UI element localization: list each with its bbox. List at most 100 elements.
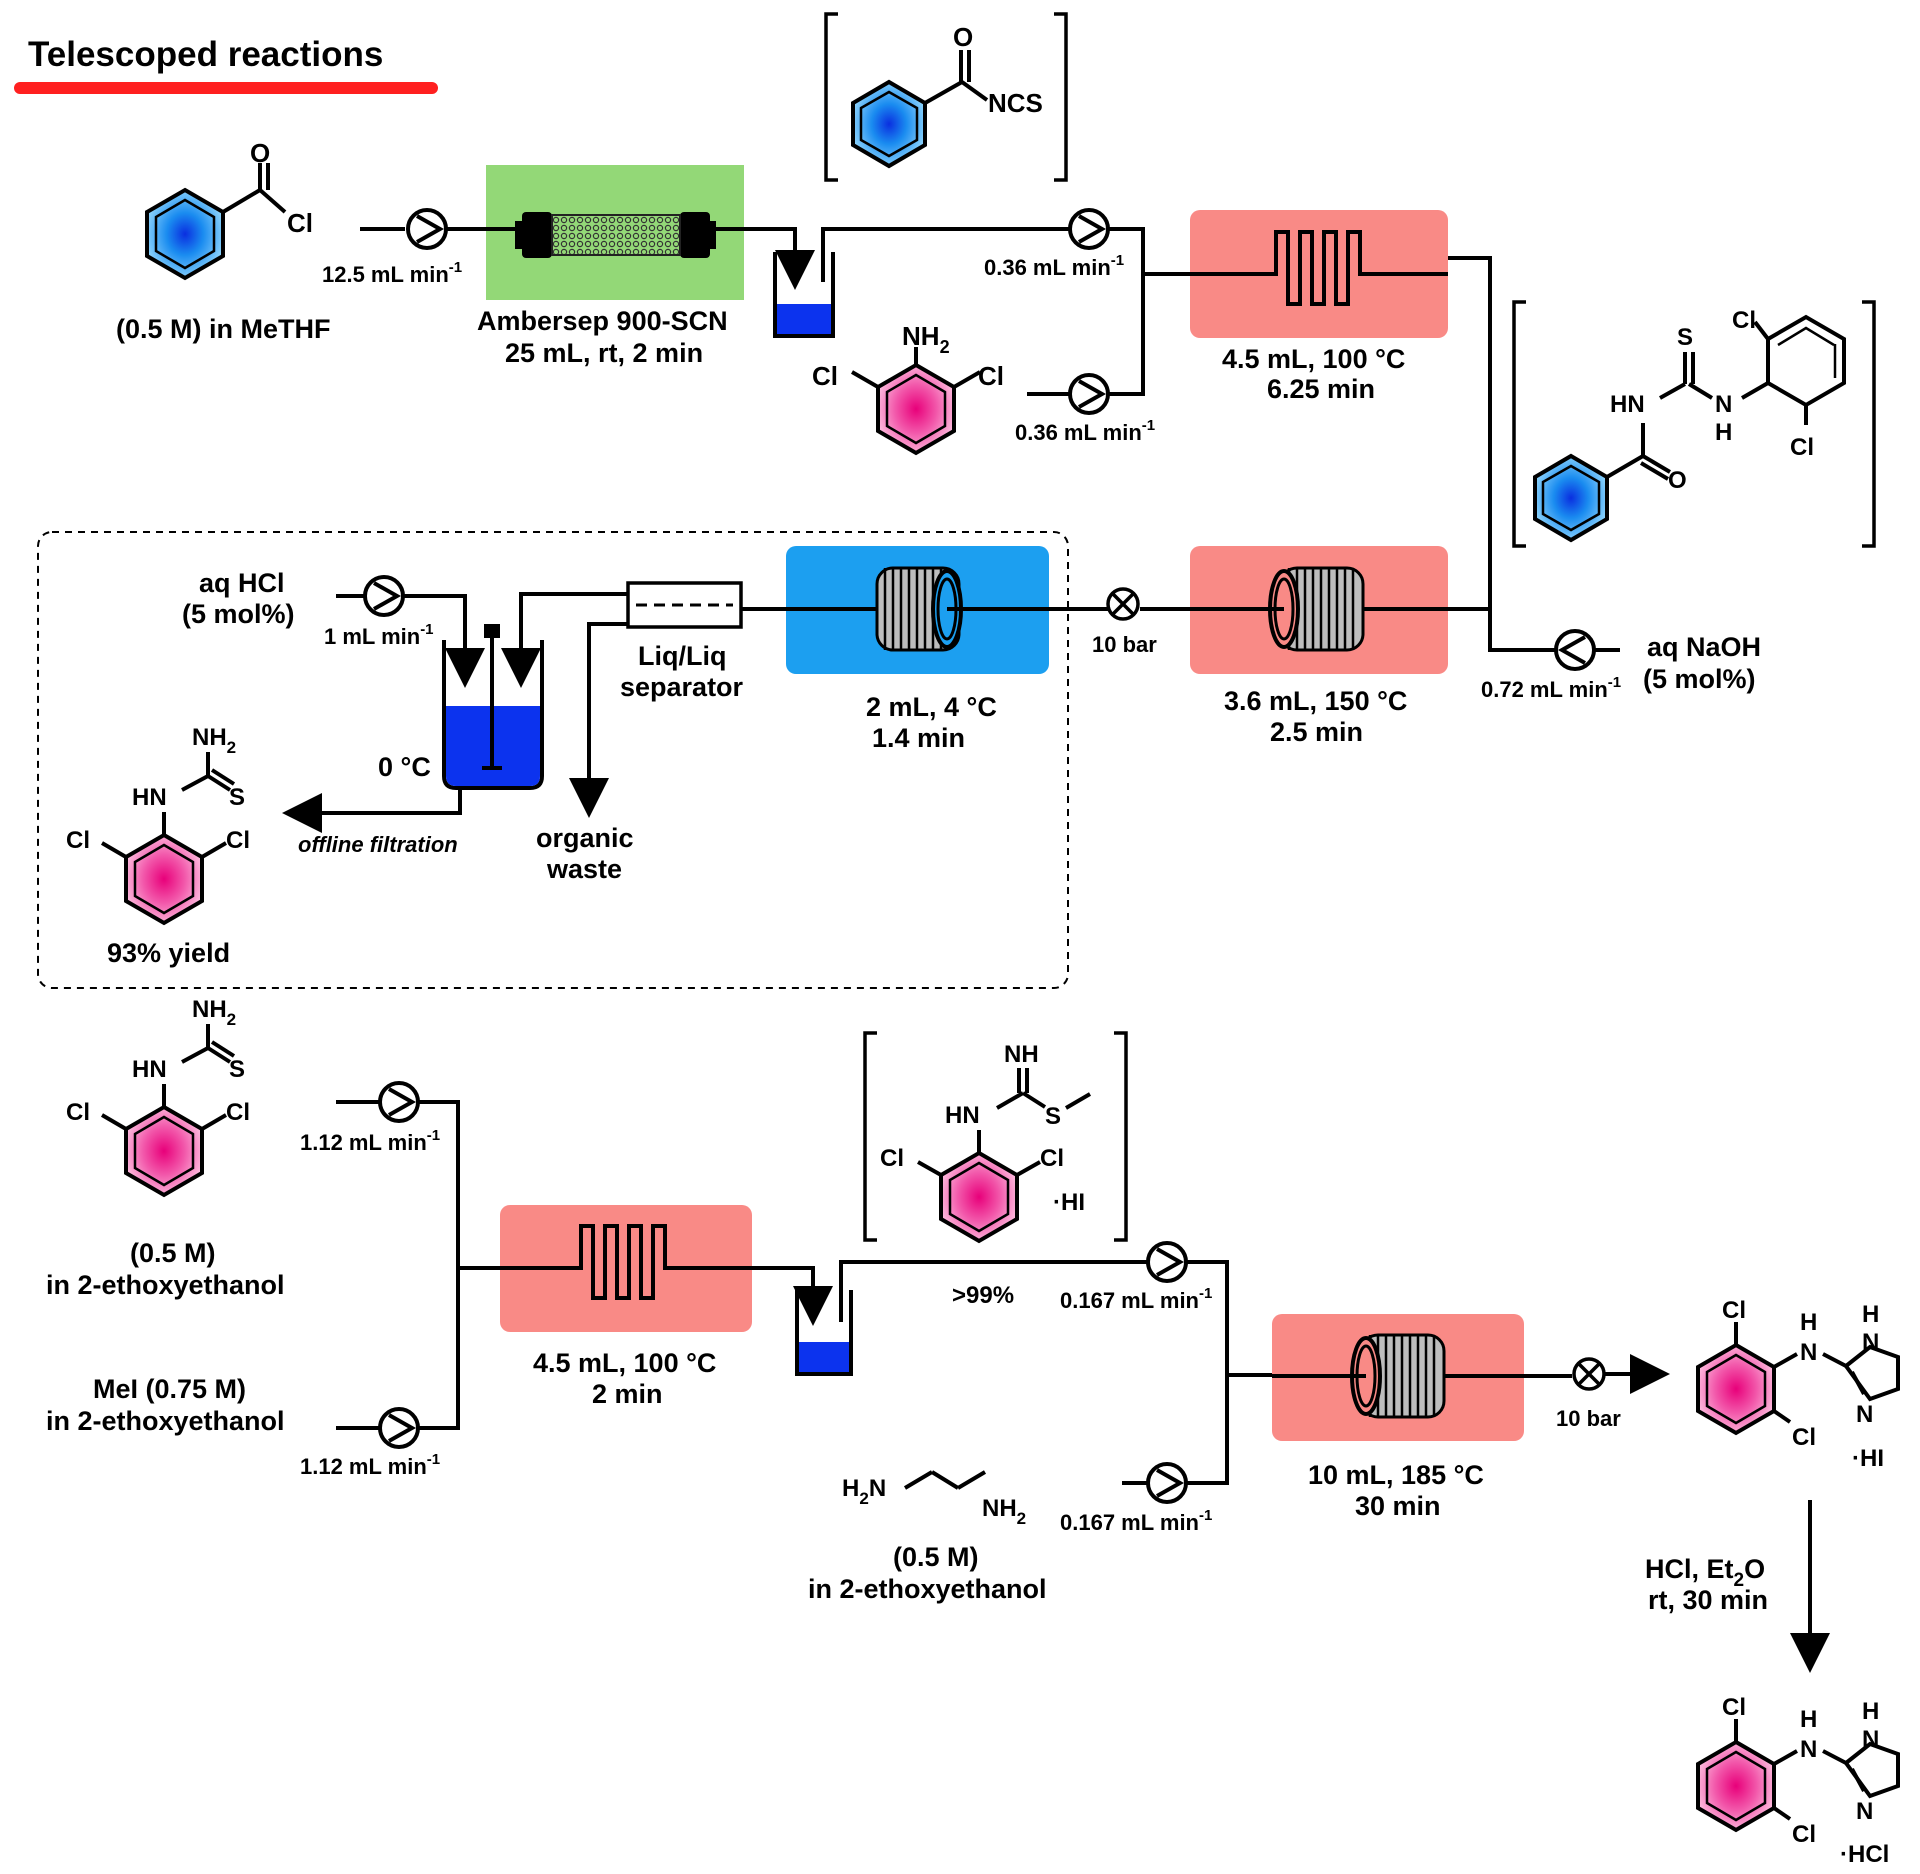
atom-label: HN bbox=[1610, 391, 1645, 418]
pressure-label: 10 bar bbox=[1556, 1406, 1621, 1431]
reactor-conditions: 2 min bbox=[592, 1379, 663, 1409]
column-conditions: 25 mL, rt, 2 min bbox=[505, 338, 703, 368]
column-name: Ambersep 900-SCN bbox=[477, 306, 728, 336]
atom-label: NH2 bbox=[902, 321, 950, 357]
atom-label: ·HI bbox=[1053, 1189, 1085, 1216]
serpentine-reactor-icon bbox=[1190, 210, 1448, 338]
atom-label: O bbox=[953, 22, 973, 52]
title-block: Telescoped reactions bbox=[14, 35, 438, 94]
separator-label: separator bbox=[620, 672, 744, 702]
pump-icon bbox=[1068, 373, 1110, 415]
atom-label: H2N bbox=[842, 1475, 886, 1508]
flow-rate: 0.36 mL min-1 bbox=[1015, 417, 1155, 445]
atom-label: Cl bbox=[66, 1099, 90, 1126]
reactor-conditions: 2 mL, 4 °C bbox=[866, 692, 997, 722]
pump-icon bbox=[1554, 629, 1596, 671]
feed-label: (0.5 M) bbox=[893, 1542, 979, 1572]
feed-label: (0.5 M) bbox=[130, 1238, 216, 1268]
waste-label: organic bbox=[536, 823, 634, 853]
atom-label: Cl bbox=[287, 208, 313, 238]
atom-label: S bbox=[1045, 1103, 1061, 1130]
atom-label: H bbox=[1800, 1706, 1817, 1733]
back-pressure-regulator-icon bbox=[1106, 587, 1140, 621]
feed-label: MeI (0.75 M) bbox=[93, 1374, 246, 1404]
atom-label: N bbox=[1715, 391, 1732, 418]
reagent-label: (5 mol%) bbox=[1643, 664, 1756, 694]
salt-formation-conditions: rt, 30 min bbox=[1648, 1585, 1768, 1615]
atom-label: N bbox=[1856, 1401, 1873, 1428]
reactor-conditions: 6.25 min bbox=[1267, 374, 1375, 404]
crystallizer-vessel-icon bbox=[442, 624, 544, 790]
liquid-liquid-separator bbox=[626, 581, 743, 629]
atom-label: N bbox=[1800, 1339, 1817, 1366]
pump-icon bbox=[363, 575, 405, 617]
benzene-ring-icon bbox=[851, 79, 927, 169]
atom-label: Cl bbox=[812, 361, 838, 391]
benzene-ring-icon bbox=[1696, 1739, 1776, 1833]
atom-label: N bbox=[1862, 1726, 1879, 1753]
feed-label: in 2-ethoxyethanol bbox=[808, 1574, 1047, 1604]
benzene-ring-icon bbox=[124, 1104, 204, 1198]
yield-label: 93% yield bbox=[107, 938, 230, 968]
dichloroaniline-structure: NH2 Cl Cl bbox=[812, 321, 1004, 456]
atom-label: Cl bbox=[66, 827, 90, 854]
page-title: Telescoped reactions bbox=[28, 35, 383, 74]
benzene-ring-icon bbox=[1696, 1342, 1776, 1436]
flow-rate: 0.167 mL min-1 bbox=[1060, 1285, 1212, 1313]
atom-label: Cl bbox=[1722, 1694, 1746, 1721]
title-underline bbox=[14, 82, 438, 94]
atom-label: Cl bbox=[226, 1099, 250, 1126]
benzoyl-chloride-structure: O Cl bbox=[145, 138, 313, 281]
pump-icon bbox=[1068, 208, 1110, 250]
atom-label: NCS bbox=[988, 88, 1043, 118]
reagent-label: aq HCl bbox=[199, 568, 285, 598]
benzene-ring-icon bbox=[876, 362, 956, 456]
atom-label: HN bbox=[132, 784, 167, 811]
serpentine-reactor-icon bbox=[500, 1205, 752, 1332]
coil-reactor-icon bbox=[786, 546, 1049, 674]
pump-icon bbox=[1146, 1462, 1188, 1504]
reactor-conditions: 1.4 min bbox=[872, 723, 965, 753]
atom-label: S bbox=[229, 784, 245, 811]
thiourea-product-structure: NH2 HN S Cl Cl bbox=[66, 724, 250, 926]
benzene-ring-icon bbox=[939, 1150, 1019, 1244]
clonidine-hcl-product-structure: Cl Cl H N H N N ·HCl bbox=[1696, 1694, 1900, 1868]
salt-formation-conditions: HCl, Et2O bbox=[1645, 1554, 1765, 1591]
coil-reactor-icon bbox=[1190, 546, 1448, 674]
thiourea-feed-structure: NH2 HN S Cl Cl bbox=[66, 996, 250, 1198]
pump-icon bbox=[406, 208, 448, 250]
filtration-label: offline filtration bbox=[298, 832, 458, 857]
separator-label: Liq/Liq bbox=[638, 641, 726, 671]
atom-label: S bbox=[229, 1056, 245, 1083]
back-pressure-regulator-icon bbox=[1572, 1357, 1606, 1391]
feed-label: in 2-ethoxyethanol bbox=[46, 1270, 285, 1300]
flow-rate: 12.5 mL min-1 bbox=[322, 259, 462, 287]
atom-label: HN bbox=[945, 1102, 980, 1129]
reagent-label: aq NaOH bbox=[1647, 632, 1761, 662]
coil-reactor-icon bbox=[1272, 1314, 1524, 1441]
atom-label: ·HI bbox=[1852, 1445, 1884, 1472]
atom-label: ·HCl bbox=[1840, 1841, 1889, 1868]
pump-icon bbox=[1146, 1241, 1188, 1283]
ethylenediamine-structure: H2N NH2 bbox=[842, 1470, 1026, 1528]
reactor-conditions: 3.6 mL, 150 °C bbox=[1224, 686, 1407, 716]
flow-rate: 0.36 mL min-1 bbox=[984, 252, 1124, 280]
pump-icon bbox=[378, 1407, 420, 1449]
flow-rate: 0.72 mL min-1 bbox=[1481, 674, 1621, 702]
acylthiourea-intermediate: S HN N H O Cl Cl bbox=[1512, 300, 1876, 548]
atom-label: NH2 bbox=[192, 996, 236, 1029]
atom-label: Cl bbox=[1040, 1145, 1064, 1172]
atom-label: Cl bbox=[978, 361, 1004, 391]
reactor-conditions: 4.5 mL, 100 °C bbox=[533, 1348, 716, 1378]
isothiouronium-intermediate: NH HN S Cl Cl ·HI bbox=[863, 1031, 1128, 1244]
flow-rate: 1.12 mL min-1 bbox=[300, 1451, 440, 1479]
atom-label: NH2 bbox=[982, 1495, 1026, 1528]
atom-label: N bbox=[1862, 1329, 1879, 1356]
reactor-conditions: 4.5 mL, 100 °C bbox=[1222, 344, 1405, 374]
atom-label: O bbox=[1668, 467, 1687, 494]
atom-label: S bbox=[1677, 324, 1693, 351]
benzene-ring-icon bbox=[1766, 314, 1846, 408]
feed-label: in 2-ethoxyethanol bbox=[46, 1406, 285, 1436]
atom-label: H bbox=[1862, 1698, 1879, 1725]
